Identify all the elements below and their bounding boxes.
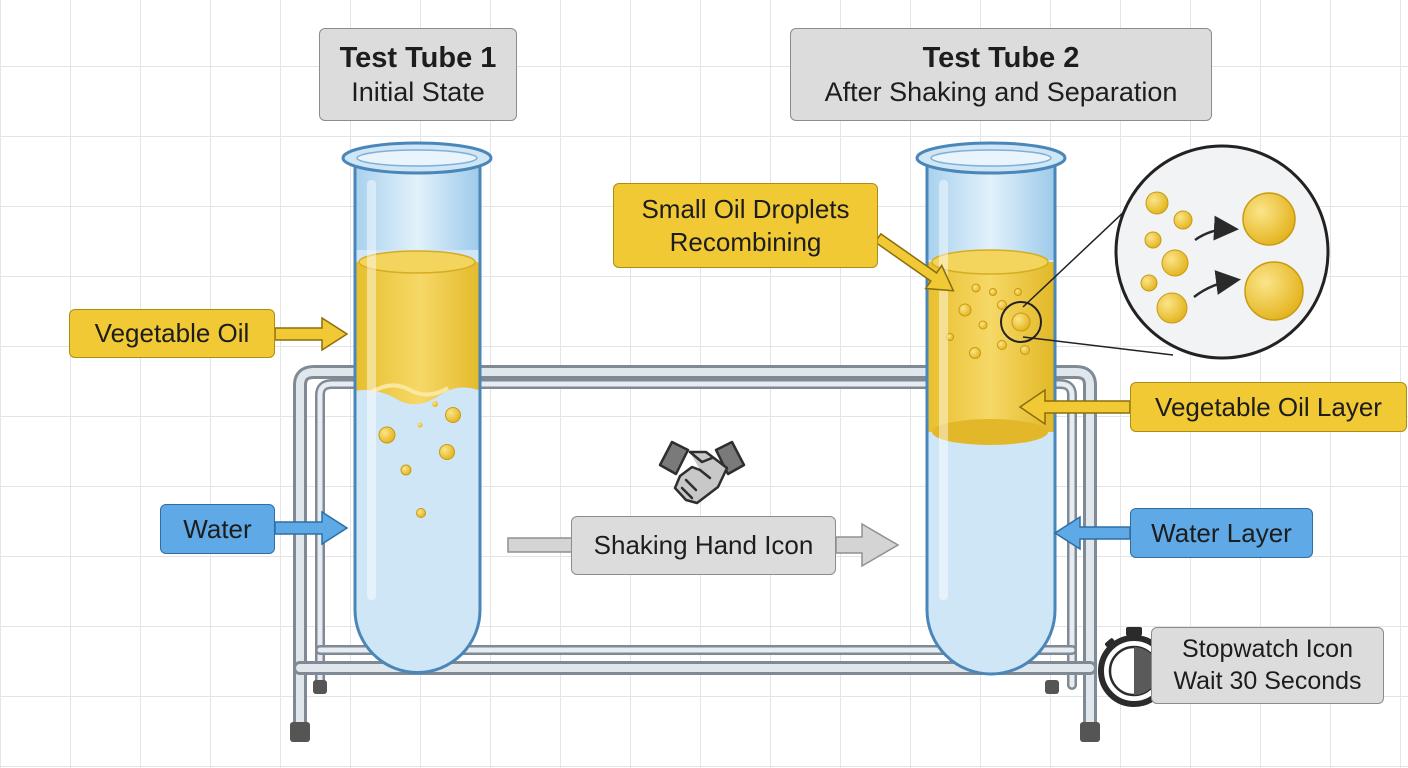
oil-droplets-line2: Recombining (669, 226, 822, 257)
oil-droplets-line1: Small Oil Droplets (641, 194, 850, 224)
water-layer-label: Water Layer (1130, 508, 1313, 558)
label-arrows (274, 232, 1131, 568)
vegetable-oil-layer-label: Vegetable Oil Layer (1130, 382, 1407, 432)
vegetable-oil-label: Vegetable Oil (69, 309, 275, 358)
test-tube-1-title-box: Test Tube 1 Initial State (319, 28, 517, 121)
vegetable-oil-text: Vegetable Oil (94, 318, 250, 349)
shaking-hand-text: Shaking Hand Icon (593, 530, 814, 561)
test-tube-1 (341, 141, 493, 674)
magnified-droplets-inset (1000, 144, 1330, 360)
test-tube-1-title: Test Tube 1 (339, 41, 497, 74)
water-layer-text: Water Layer (1151, 517, 1292, 548)
test-tube-2-title: Test Tube 2 (922, 41, 1080, 74)
stopwatch-label: Stopwatch Icon Wait 30 Seconds (1151, 627, 1384, 704)
oil-droplets-label: Small Oil Droplets Recombining (613, 183, 878, 268)
stopwatch-line1: Stopwatch Icon (1182, 635, 1353, 664)
water-label: Water (160, 504, 275, 554)
vegetable-oil-layer-text: Vegetable Oil Layer (1155, 391, 1382, 422)
handshake-icon (658, 440, 746, 505)
test-tube-2-subtitle: After Shaking and Separation (824, 76, 1178, 107)
test-tube-2-title-box: Test Tube 2 After Shaking and Separation (790, 28, 1212, 121)
water-text: Water (183, 513, 252, 544)
test-tube-1-subtitle: Initial State (351, 76, 485, 107)
test-tube-2 (915, 141, 1067, 676)
stopwatch-line2: Wait 30 Seconds (1173, 666, 1362, 695)
shaking-hand-label: Shaking Hand Icon (571, 516, 836, 575)
stopwatch-icon (1098, 627, 1170, 707)
